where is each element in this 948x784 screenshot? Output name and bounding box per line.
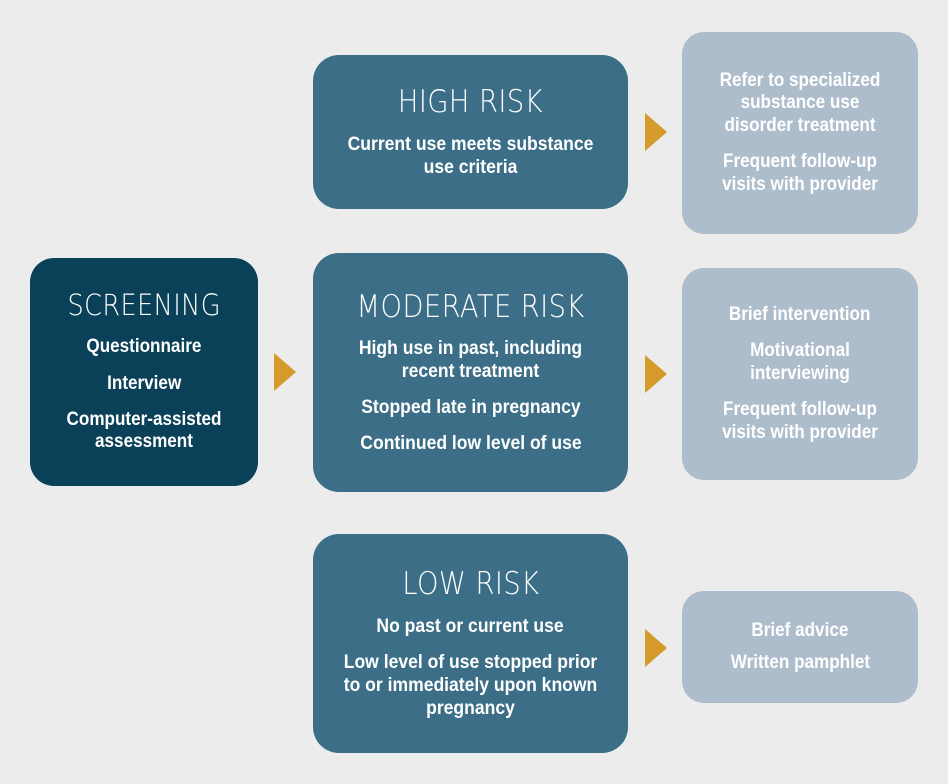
high-risk-outcome-referral: Refer to specialized substance use disor…	[719, 69, 881, 136]
moderate-risk-heading: MODERATE RISK	[356, 288, 585, 325]
moderate-risk-outcome-motivational-interviewing: Motivational interviewing	[750, 340, 850, 384]
moderate-risk-criterion-continued-low: Continued low level of use	[359, 432, 582, 455]
screening-item-interview: Interview	[106, 372, 182, 394]
high-risk-criterion: Current use meets substance use criteria	[347, 132, 594, 178]
high-risk-outcome-box: Refer to specialized substance use disor…	[682, 32, 918, 234]
moderate-risk-outcome-followup: Frequent follow-up visits with provider	[722, 399, 878, 443]
low-risk-criterion-stopped-early: Low level of use stopped prior to or imm…	[343, 650, 598, 719]
moderate-risk-criterion-high-use-past: High use in past, including recent treat…	[358, 337, 583, 383]
right-arrow-icon-high-to-outcome	[645, 113, 667, 151]
right-arrow-icon-moderate-to-outcome	[645, 355, 667, 393]
moderate-risk-outcome-box: Brief intervention Motivational intervie…	[682, 268, 918, 480]
low-risk-heading: LOW RISK	[401, 566, 540, 603]
screening-heading: SCREENING	[67, 288, 221, 323]
moderate-risk-criterion-stopped-late: Stopped late in pregnancy	[360, 396, 581, 419]
moderate-risk-box: MODERATE RISK High use in past, includin…	[313, 253, 628, 492]
low-risk-criterion-no-use: No past or current use	[376, 614, 565, 637]
low-risk-box: LOW RISK No past or current use Low leve…	[313, 534, 628, 753]
high-risk-outcome-followup: Frequent follow-up visits with provider	[722, 151, 878, 195]
high-risk-box: HIGH RISK Current use meets substance us…	[313, 55, 628, 209]
low-risk-outcome-box: Brief advice Written pamphlet	[682, 591, 918, 703]
screening-item-questionnaire: Questionnaire	[86, 336, 202, 358]
right-arrow-icon-low-to-outcome	[645, 629, 667, 667]
screening-item-computer-assisted-assessment: Computer-assisted assessment	[66, 408, 222, 453]
low-risk-outcome-brief-advice: Brief advice	[751, 619, 849, 641]
moderate-risk-outcome-brief-intervention: Brief intervention	[729, 303, 871, 325]
screening-box: SCREENING Questionnaire Interview Comput…	[30, 258, 258, 486]
right-arrow-icon-screening-to-risk	[274, 353, 296, 391]
low-risk-outcome-written-pamphlet: Written pamphlet	[730, 652, 870, 673]
high-risk-heading: HIGH RISK	[397, 84, 544, 121]
